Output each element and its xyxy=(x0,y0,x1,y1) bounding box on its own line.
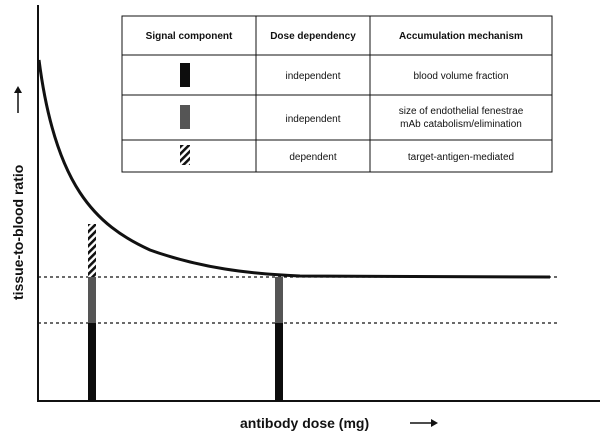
y-axis-title: tissue-to-blood ratio xyxy=(10,165,26,300)
high-dose-bar xyxy=(275,277,283,401)
fenestrae-catabolism-segment xyxy=(88,277,96,323)
blood-volume-segment xyxy=(275,323,283,401)
row2-mechanism-line2: mAb catabolism/elimination xyxy=(400,119,522,130)
legend-table: Signal component Dose dependency Accumul… xyxy=(121,15,553,173)
row2-mechanism-line1: size of endothelial fenestrae xyxy=(399,106,524,117)
blood-volume-segment xyxy=(88,323,96,401)
row3-mechanism: target-antigen-mediated xyxy=(408,152,514,163)
fenestrae-catabolism-segment xyxy=(275,277,283,323)
row1-dependency: independent xyxy=(285,71,340,82)
gray-swatch xyxy=(180,105,190,129)
header-dose-dependency: Dose dependency xyxy=(270,31,356,42)
antigen-mediated-segment xyxy=(88,224,96,277)
row2-dependency: independent xyxy=(285,114,340,125)
y-axis-arrow xyxy=(14,86,22,113)
x-axis-arrow xyxy=(410,419,438,427)
row3-dependency: dependent xyxy=(289,152,336,163)
x-axis-title: antibody dose (mg) xyxy=(240,415,369,431)
tissue-to-blood-curve xyxy=(37,59,551,279)
low-dose-bar xyxy=(88,224,96,401)
header-accumulation-mechanism: Accumulation mechanism xyxy=(399,31,523,42)
row1-mechanism: blood volume fraction xyxy=(413,71,508,82)
table-border xyxy=(121,15,553,173)
black-swatch xyxy=(180,63,190,87)
header-signal-component: Signal component xyxy=(146,31,233,42)
hatched-swatch xyxy=(180,145,190,165)
